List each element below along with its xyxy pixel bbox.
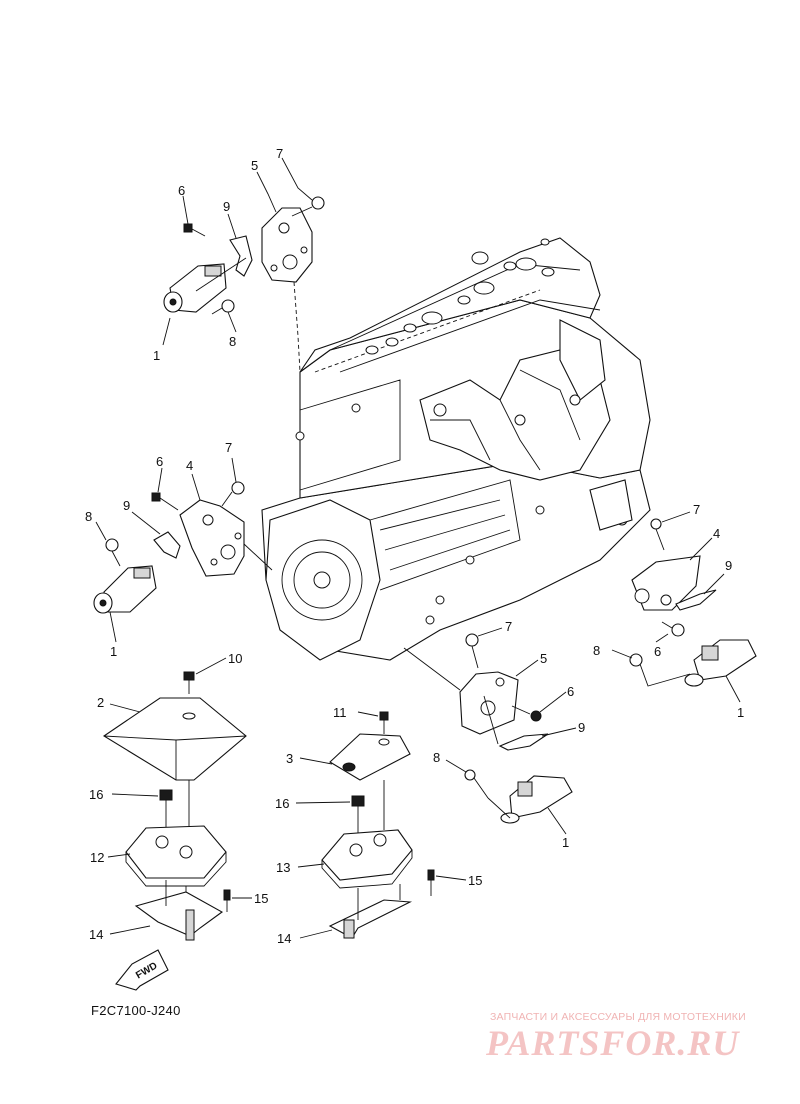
bolt-6-upper xyxy=(183,223,206,237)
callout-left-9: 9 xyxy=(123,498,130,513)
bolt-16-right xyxy=(351,795,365,834)
leader-lines xyxy=(95,157,741,939)
block-2 xyxy=(102,697,247,781)
callout-15-right: 15 xyxy=(468,873,482,888)
callout-14-right: 14 xyxy=(277,931,291,946)
bolt-8-left xyxy=(105,538,121,567)
callout-12: 12 xyxy=(90,850,104,865)
bolt-7-right xyxy=(650,518,665,551)
rubber-mount-1-right xyxy=(684,639,757,687)
bolt-6-mid xyxy=(511,705,542,722)
callout-16-right: 16 xyxy=(275,796,289,811)
mount-bracket-5 xyxy=(261,207,313,283)
bolt-6-left xyxy=(151,492,179,511)
callout-left-6: 6 xyxy=(156,454,163,469)
callout-16-left: 16 xyxy=(89,787,103,802)
shim-9-mid xyxy=(498,733,549,751)
callout-14-left: 14 xyxy=(89,927,103,942)
bolt-11 xyxy=(379,711,389,734)
flywheel-housing xyxy=(265,499,381,661)
spark-plug-wells xyxy=(365,238,555,355)
callout-upper-6: 6 xyxy=(178,183,185,198)
bolt-16-left xyxy=(159,789,173,830)
callout-left-7: 7 xyxy=(225,440,232,455)
right-mount-assembly xyxy=(629,518,757,687)
callout-3: 3 xyxy=(286,751,293,766)
callout-upper-7: 7 xyxy=(276,146,283,161)
bolt-8-upper xyxy=(211,299,235,315)
callout-mid-8: 8 xyxy=(433,750,440,765)
callout-upper-1: 1 xyxy=(153,348,160,363)
middle-mount-assembly xyxy=(403,633,573,824)
callout-upper-8: 8 xyxy=(229,334,236,349)
callout-upper-9: 9 xyxy=(223,199,230,214)
watermark-tagline: ЗАПЧАСТИ И АКСЕССУАРЫ ДЛЯ МОТОТЕХНИКИ xyxy=(490,1011,746,1023)
callout-mid-1: 1 xyxy=(562,835,569,850)
pad-13 xyxy=(321,829,413,889)
callout-mid-5: 5 xyxy=(540,651,547,666)
callout-right-7: 7 xyxy=(693,502,700,517)
fwd-arrow-icon: FWD xyxy=(115,949,169,991)
pin-15-right xyxy=(427,869,435,896)
callout-left-8: 8 xyxy=(85,509,92,524)
rubber-mount-1-mid xyxy=(500,775,573,824)
callout-13: 13 xyxy=(276,860,290,875)
callout-2: 2 xyxy=(97,695,104,710)
left-mount-assembly xyxy=(93,481,273,614)
exhaust-manifold xyxy=(419,319,611,481)
plate-14-right xyxy=(328,884,413,939)
callout-right-9: 9 xyxy=(725,558,732,573)
watermark-logo: PARTSFOR.RU xyxy=(486,1023,740,1063)
shim-9-left xyxy=(153,531,181,559)
bolt-6-right xyxy=(661,621,685,637)
bolt-7-mid xyxy=(465,633,479,669)
block-3 xyxy=(329,733,411,781)
pad-12 xyxy=(125,825,227,887)
callout-15-left: 15 xyxy=(254,891,268,906)
bolt-7-left xyxy=(221,481,245,507)
callout-upper-5: 5 xyxy=(251,158,258,173)
shim-9-right xyxy=(675,589,717,611)
diagram-code: F2C7100-J240 xyxy=(91,1003,181,1018)
bolt-7-upper xyxy=(291,196,325,217)
callout-labels: 7 5 6 9 1 8 7 6 4 8 9 1 7 4 9 8 6 1 7 5 … xyxy=(85,146,744,946)
bolt-8-mid xyxy=(464,769,489,799)
callout-mid-7: 7 xyxy=(505,619,512,634)
upper-mount-assembly xyxy=(163,196,325,373)
lower-left-stack xyxy=(102,671,247,941)
callout-mid-6: 6 xyxy=(567,684,574,699)
callout-right-1: 1 xyxy=(737,705,744,720)
callout-right-6: 6 xyxy=(654,644,661,659)
callout-left-1: 1 xyxy=(110,644,117,659)
bolt-8-right xyxy=(629,653,691,687)
rubber-mount-1-left xyxy=(93,565,157,614)
callout-11: 11 xyxy=(333,705,347,720)
rubber-mount-1-upper xyxy=(163,263,227,313)
callout-mid-9: 9 xyxy=(578,720,585,735)
pin-15-left xyxy=(223,889,231,912)
callout-right-8: 8 xyxy=(593,643,600,658)
callout-10: 10 xyxy=(228,651,242,666)
shim-9-upper xyxy=(229,235,253,277)
callout-left-4: 4 xyxy=(186,458,193,473)
lower-right-stack xyxy=(321,711,435,939)
engine-block xyxy=(261,237,651,661)
bolt-10 xyxy=(183,671,195,694)
plate-14-left xyxy=(134,880,224,941)
callout-right-4: 4 xyxy=(713,526,720,541)
